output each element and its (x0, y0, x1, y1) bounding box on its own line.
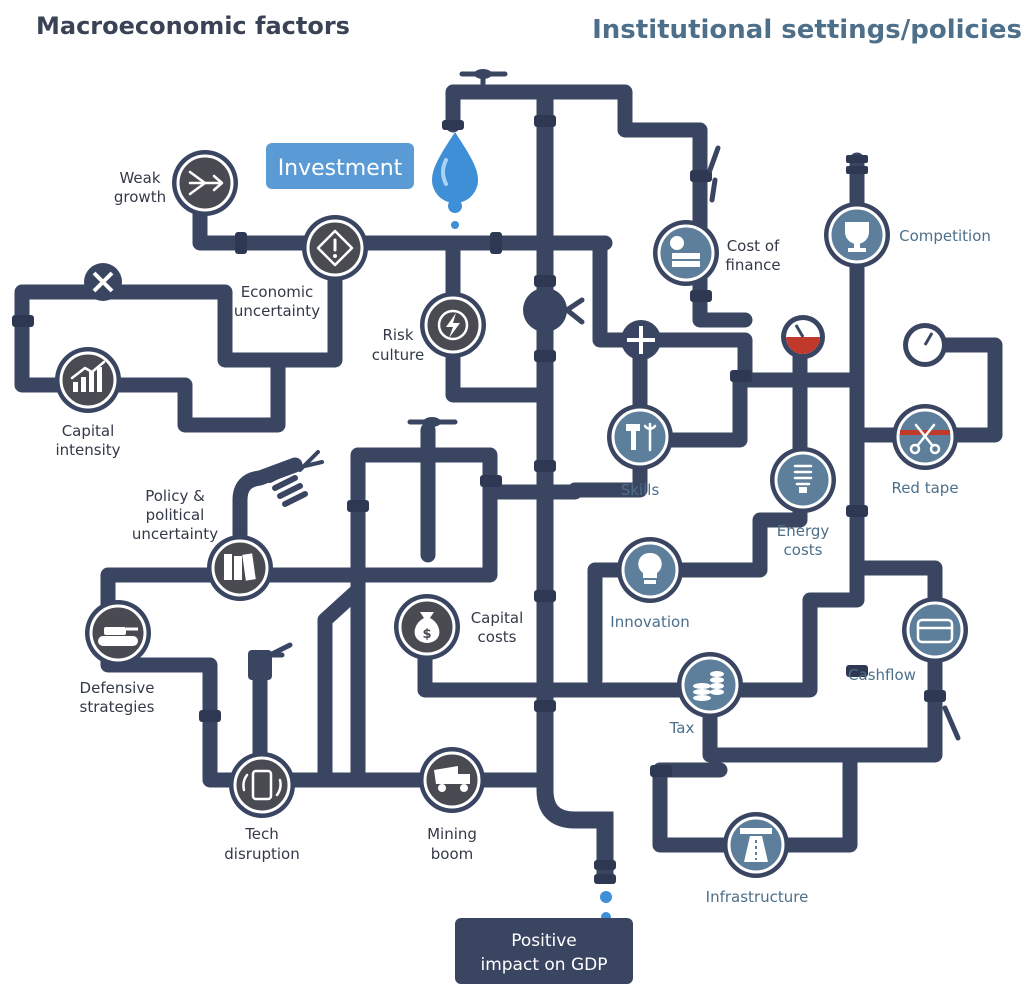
investment-label: Investment (278, 156, 403, 181)
weak-growth-line1: Weak (119, 169, 160, 187)
tools-icon (626, 422, 657, 452)
investment-box: Investment (266, 143, 414, 189)
books-icon (224, 553, 256, 581)
skills-label: Skills (621, 481, 660, 499)
tech-disruption-line1: Tech (244, 825, 279, 843)
node-weak-growth: Weak growth (114, 150, 238, 216)
node-cashflow: Cashflow (848, 597, 968, 684)
main-valve (523, 288, 567, 332)
node-innovation: Innovation (610, 537, 690, 631)
pipe-network (14, 84, 1003, 880)
energy-costs-line1: Energy (777, 522, 830, 540)
node-policy-uncertainty: Policy & political uncertainty (132, 487, 273, 601)
node-tech-disruption: Tech disruption (224, 752, 300, 863)
policy-uncertainty-line2: political (146, 506, 205, 524)
merge-arrows-icon (188, 170, 224, 196)
cashflow-label: Cashflow (848, 666, 916, 684)
pipe-couplers (12, 115, 946, 884)
node-cost-of-finance: Cost of finance (653, 220, 781, 286)
trophy-icon (845, 222, 869, 252)
coins-icon (693, 671, 724, 701)
node-risk-culture: Risk culture (372, 292, 486, 364)
competition-label: Competition (899, 227, 991, 245)
node-capital-costs: $ Capital costs (394, 594, 523, 660)
lightbulb-icon (638, 552, 662, 584)
bulb-icon (793, 464, 813, 493)
money-bag-icon: $ (414, 612, 440, 643)
capital-costs-line2: costs (478, 628, 517, 646)
infrastructure-label: Infrastructure (706, 888, 809, 906)
capital-costs-line1: Capital (471, 609, 524, 627)
tap-handles (84, 69, 961, 741)
tech-disruption-line2: disruption (224, 845, 299, 863)
node-energy-costs: Energy costs (770, 447, 836, 559)
node-capital-intensity: Capital intensity (55, 347, 121, 459)
weak-growth-line2: growth (114, 188, 166, 206)
policy-uncertainty-line1: Policy & (145, 487, 205, 505)
scissors-icon (900, 423, 950, 455)
economic-uncertainty-line1: Economic (241, 283, 314, 301)
wallet-icon (916, 618, 954, 644)
node-infrastructure: Infrastructure (706, 812, 809, 906)
tax-label: Tax (669, 719, 695, 737)
cash-stack-icon (670, 236, 700, 267)
node-red-tape: Red tape (891, 404, 959, 497)
water-drops (432, 132, 612, 922)
defensive-strategies-line2: strategies (80, 698, 155, 716)
cost-of-finance-line1: Cost of (727, 237, 780, 255)
warning-diamond-icon (316, 229, 354, 267)
economic-uncertainty-line2: uncertainty (234, 302, 320, 320)
policy-uncertainty-line3: uncertainty (132, 525, 218, 543)
node-mining-boom: Mining boom (419, 747, 485, 863)
capital-intensity-line1: Capital (62, 422, 115, 440)
cost-of-finance-line2: finance (725, 256, 780, 274)
phone-rotate-icon (242, 769, 282, 801)
mining-boom-line1: Mining (427, 825, 477, 843)
defensive-strategies-line1: Defensive (80, 679, 155, 697)
dump-truck-icon (434, 766, 470, 792)
gdp-output-box: Positive impact on GDP (455, 918, 633, 984)
node-skills: Skills (607, 404, 673, 499)
lightning-icon (437, 309, 469, 341)
capital-intensity-line2: intensity (55, 441, 120, 459)
node-tax: Tax (669, 652, 743, 737)
node-competition: Competition (824, 202, 991, 268)
output-line2: impact on GDP (480, 955, 607, 975)
energy-costs-line2: costs (784, 541, 823, 559)
innovation-label: Innovation (610, 613, 689, 631)
risk-culture-line1: Risk (382, 326, 413, 344)
header-institutional: Institutional settings/policies (592, 15, 1022, 45)
risk-culture-line2: culture (372, 346, 424, 364)
header-macroeconomic: Macroeconomic factors (36, 12, 350, 40)
road-icon (740, 828, 772, 862)
rising-chart-icon (70, 360, 106, 392)
svg-text:$: $ (422, 627, 431, 642)
pressure-gauge-white (903, 323, 947, 367)
pressure-gauge-red (781, 315, 825, 359)
red-tape-label: Red tape (891, 479, 958, 497)
output-line1: Positive (511, 931, 577, 951)
node-defensive-strategies: Defensive strategies (80, 600, 155, 716)
node-economic-uncertainty: Economic uncertainty (234, 215, 368, 320)
tank-icon (98, 627, 138, 646)
mining-boom-line2: boom (431, 845, 474, 863)
